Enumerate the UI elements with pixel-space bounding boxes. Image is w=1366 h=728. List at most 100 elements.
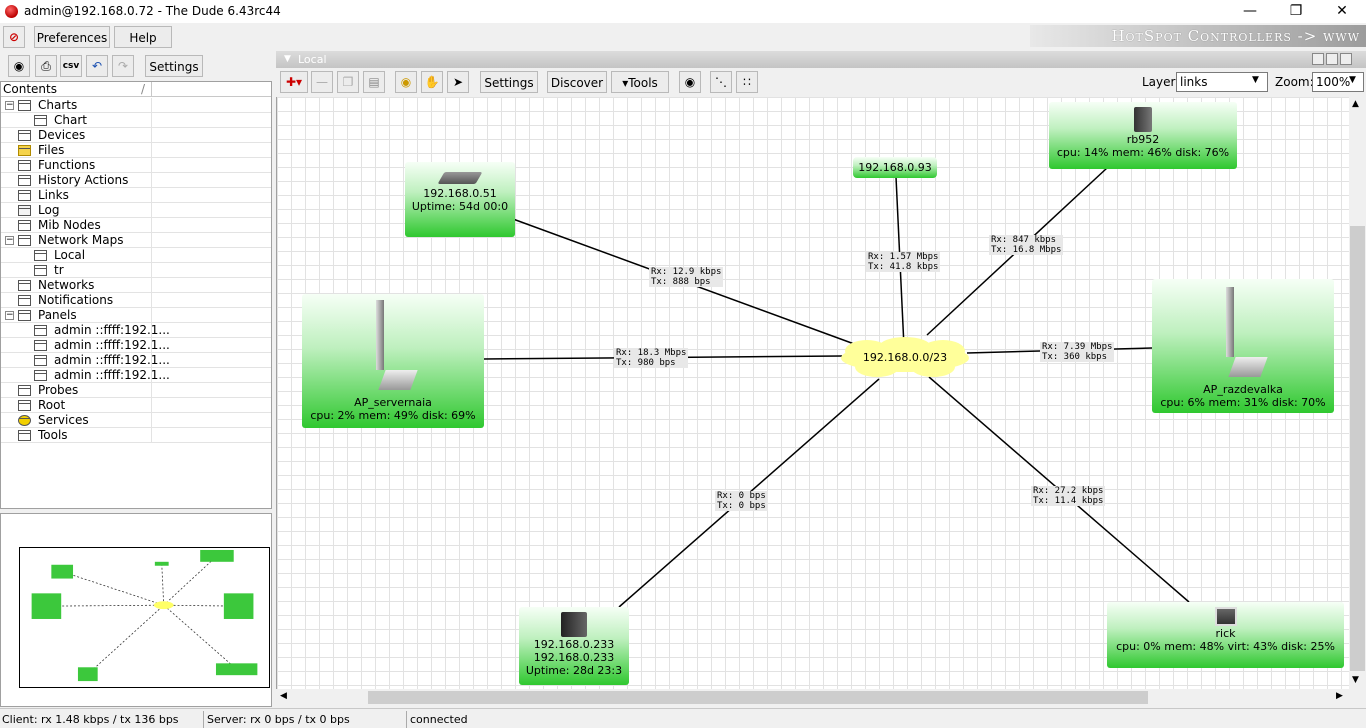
remove-icon[interactable]: —: [311, 71, 333, 93]
link-rx: Rx: 12.9 kbps: [651, 267, 722, 277]
tree-item[interactable]: −Panels: [1, 308, 271, 323]
tree-item[interactable]: Root: [1, 398, 271, 413]
tree-item[interactable]: tr: [1, 263, 271, 278]
tree-item[interactable]: Mib Nodes: [1, 218, 271, 233]
collapse-tree-icon[interactable]: −: [5, 235, 14, 245]
node-name: rb952: [1126, 133, 1160, 146]
copy-icon[interactable]: ❐: [337, 71, 359, 93]
device-ap-razdevalka[interactable]: AP_razdevalka cpu: 6% mem: 31% disk: 70%: [1152, 279, 1334, 413]
help-button[interactable]: Help: [114, 26, 172, 48]
horizontal-scroll-thumb[interactable]: [368, 691, 1148, 704]
print-icon[interactable]: ⎙: [35, 55, 57, 77]
column-divider: [151, 248, 152, 263]
auto-arrange-icon[interactable]: ⋱: [710, 71, 732, 93]
tree-item[interactable]: Networks: [1, 278, 271, 293]
tree-item-label: admin ::ffff:192.1...: [54, 368, 170, 382]
disconnect-icon[interactable]: ⊘: [3, 26, 25, 48]
vertical-scrollbar[interactable]: ▲ ▼: [1349, 97, 1366, 689]
tree-item[interactable]: Probes: [1, 383, 271, 398]
layer-select[interactable]: links ▼: [1176, 72, 1268, 92]
contents-header[interactable]: Contents /: [1, 82, 271, 97]
undo-icon[interactable]: ↶: [86, 55, 108, 77]
scroll-up-icon[interactable]: ▲: [1352, 99, 1359, 109]
tree-item[interactable]: admin ::ffff:192.1...: [1, 323, 271, 338]
tile-horizontal-icon[interactable]: [1326, 53, 1338, 65]
minimap[interactable]: [19, 547, 270, 688]
zoom-select[interactable]: 100% ▼: [1312, 72, 1364, 92]
column-divider: [151, 293, 152, 308]
tree-item[interactable]: Files: [1, 143, 271, 158]
mini-link: [46, 604, 164, 607]
paste-icon[interactable]: ▤: [363, 71, 385, 93]
map-title: Local: [298, 53, 327, 66]
device-192-168-0-233[interactable]: 192.168.0.233 192.168.0.233 Uptime: 28d …: [519, 607, 629, 685]
tree-item-label: admin ::ffff:192.1...: [54, 323, 170, 337]
preferences-button[interactable]: Preferences: [34, 26, 110, 48]
horizontal-scrollbar[interactable]: ◀ ▶: [276, 689, 1349, 706]
collapse-tree-icon[interactable]: −: [5, 310, 14, 320]
tree-item[interactable]: −Network Maps: [1, 233, 271, 248]
tree-item[interactable]: admin ::ffff:192.1...: [1, 338, 271, 353]
device-ap-servernaia[interactable]: AP_servernaia cpu: 2% mem: 49% disk: 69%: [302, 294, 484, 428]
zoom-label: Zoom:: [1275, 75, 1314, 89]
scroll-right-icon[interactable]: ▶: [1336, 691, 1343, 701]
network-cloud[interactable]: 192.168.0.0/23: [837, 337, 973, 379]
scroll-left-icon[interactable]: ◀: [280, 691, 287, 701]
mini-node-051: [51, 564, 74, 579]
redo-icon[interactable]: ↷: [112, 55, 134, 77]
add-icon[interactable]: ✚▾: [280, 71, 308, 93]
tile-vertical-icon[interactable]: [1312, 53, 1324, 65]
scroll-down-icon[interactable]: ▼: [1352, 675, 1359, 685]
link-tx: Tx: 41.8 kbps: [868, 262, 939, 272]
close-icon[interactable]: ✕: [1336, 3, 1348, 19]
map-find-icon[interactable]: ◉: [679, 71, 701, 93]
detach-icon[interactable]: [1340, 53, 1352, 65]
link-tx: Tx: 980 bps: [616, 358, 676, 368]
tree-item[interactable]: −Charts: [1, 98, 271, 113]
find-icon[interactable]: ◉: [8, 55, 30, 77]
tree-item[interactable]: Log: [1, 203, 271, 218]
collapse-icon[interactable]: ▼: [284, 54, 291, 64]
device-rb952[interactable]: rb952 cpu: 14% mem: 46% disk: 76%: [1049, 102, 1237, 169]
pointer-icon[interactable]: ➤: [447, 71, 469, 93]
device-rick[interactable]: rick cpu: 0% mem: 48% virt: 43% disk: 25…: [1107, 602, 1344, 668]
tree-item[interactable]: Chart: [1, 113, 271, 128]
tree-item[interactable]: Local: [1, 248, 271, 263]
hand-icon[interactable]: ✋: [421, 71, 443, 93]
tree-item[interactable]: Functions: [1, 158, 271, 173]
node-name: 192.168.0.233: [533, 638, 615, 651]
vertical-scroll-thumb[interactable]: [1350, 226, 1365, 671]
tree-item[interactable]: Services: [1, 413, 271, 428]
left-settings-button[interactable]: Settings: [145, 55, 203, 77]
map-settings-button[interactable]: Settings: [480, 71, 538, 93]
zoom-dropdown-icon: ▼: [1349, 75, 1356, 85]
node-uptime: Uptime: 28d 23:3: [525, 664, 623, 677]
csv-button[interactable]: csv: [60, 55, 82, 77]
node-name: AP_servernaia: [354, 396, 432, 409]
tree-item[interactable]: Tools: [1, 428, 271, 443]
tree-item[interactable]: admin ::ffff:192.1...: [1, 353, 271, 368]
device-192-168-0-93[interactable]: 192.168.0.93: [853, 157, 937, 178]
spread-icon[interactable]: ∷: [736, 71, 758, 93]
tree-item[interactable]: Notifications: [1, 293, 271, 308]
tree-item[interactable]: History Actions: [1, 173, 271, 188]
lock-icon[interactable]: ◉: [395, 71, 417, 93]
tools-menu-button[interactable]: ▾Tools: [611, 71, 669, 93]
restore-icon[interactable]: ❐: [1289, 3, 1303, 19]
antenna-icon: [1226, 287, 1234, 357]
device-192-168-0-51[interactable]: 192.168.0.51 Uptime: 54d 00:0: [405, 162, 515, 237]
minimize-icon[interactable]: —: [1243, 3, 1257, 19]
discover-button[interactable]: Discover: [547, 71, 607, 93]
tree-item[interactable]: Devices: [1, 128, 271, 143]
tree-item[interactable]: Links: [1, 188, 271, 203]
tree-item[interactable]: admin ::ffff:192.1...: [1, 368, 271, 383]
collapse-tree-icon[interactable]: −: [5, 100, 14, 110]
